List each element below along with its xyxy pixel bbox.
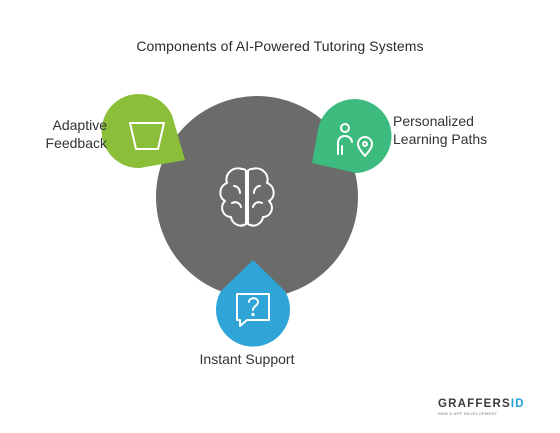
personalized-learning-label: Personalized Learning Paths (393, 112, 487, 148)
basket-icon (129, 122, 165, 150)
question-chat-icon (236, 293, 270, 327)
adaptive-feedback-label-line-1: Adaptive (52, 117, 107, 133)
logo-accent: ID (510, 398, 525, 410)
logo-brand: GRAFFERS (438, 398, 511, 410)
diagram-title: Components of AI-Powered Tutoring System… (136, 38, 424, 54)
center-circle (156, 96, 358, 298)
graffersid-logo: GRAFFERSID WEB & APP DEVELOPMENT (438, 398, 548, 416)
person-location-icon (337, 123, 373, 157)
adaptive-feedback-node (101, 94, 185, 169)
logo-wordmark: GRAFFERSID (438, 398, 548, 410)
instant-support-node (216, 260, 290, 347)
personalized-learning-label-line-1: Personalized (393, 113, 474, 129)
adaptive-feedback-label: Adaptive Feedback (46, 116, 107, 152)
instant-support-label: Instant Support (0, 350, 494, 368)
instant-support-label-line-1: Instant Support (199, 351, 295, 367)
adaptive-feedback-label-line-2: Feedback (45, 135, 107, 151)
brain-icon (219, 167, 275, 227)
personalized-learning-label-line-2: Learning Paths (393, 131, 488, 147)
logo-tagline: WEB & APP DEVELOPMENT (438, 411, 498, 416)
personalized-learning-node (312, 99, 392, 173)
